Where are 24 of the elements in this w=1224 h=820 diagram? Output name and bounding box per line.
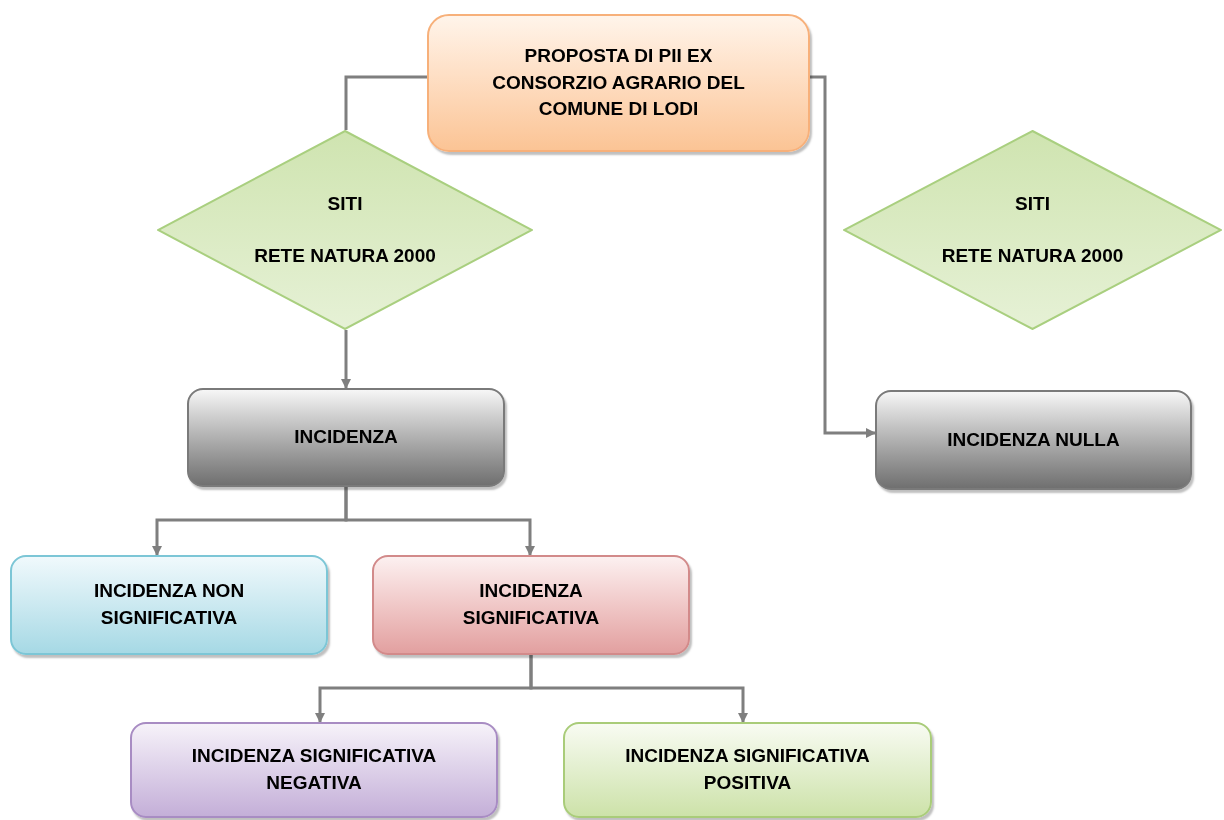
node-label: INCIDENZA SIGNIFICATIVA NEGATIVA [190, 744, 438, 795]
process-box [372, 555, 690, 655]
connector-arrow [341, 330, 351, 389]
process-box [10, 555, 328, 655]
connector-arrow [344, 487, 535, 556]
process-box [563, 722, 932, 818]
node-label: INCIDENZA SIGNIFICATIVA [461, 579, 601, 630]
decision-diamond [157, 130, 533, 330]
node-label: INCIDENZA NON SIGNIFICATIVA [92, 579, 246, 630]
node-label: INCIDENZA [294, 425, 398, 450]
node-label: SITI [327, 192, 363, 216]
connector-arrow [810, 75, 876, 438]
node-label: SITI [1015, 192, 1050, 216]
decision-diamond [843, 130, 1222, 330]
node-label: PROPOSTA DI PII EX CONSORZIO AGRARIO DEL COMUNE DI LODI [491, 44, 746, 122]
node-label: RETE NATURA 2000 [941, 244, 1124, 268]
node-label: RETE NATURA 2000 [254, 244, 436, 268]
process-box [130, 722, 498, 818]
process-box [427, 14, 810, 152]
node-label: INCIDENZA NULLA [947, 427, 1120, 452]
node-label: INCIDENZA SIGNIFICATIVA POSITIVA [624, 744, 871, 795]
connector-arrow [529, 655, 748, 723]
process-box [187, 388, 505, 487]
process-box [875, 390, 1192, 490]
